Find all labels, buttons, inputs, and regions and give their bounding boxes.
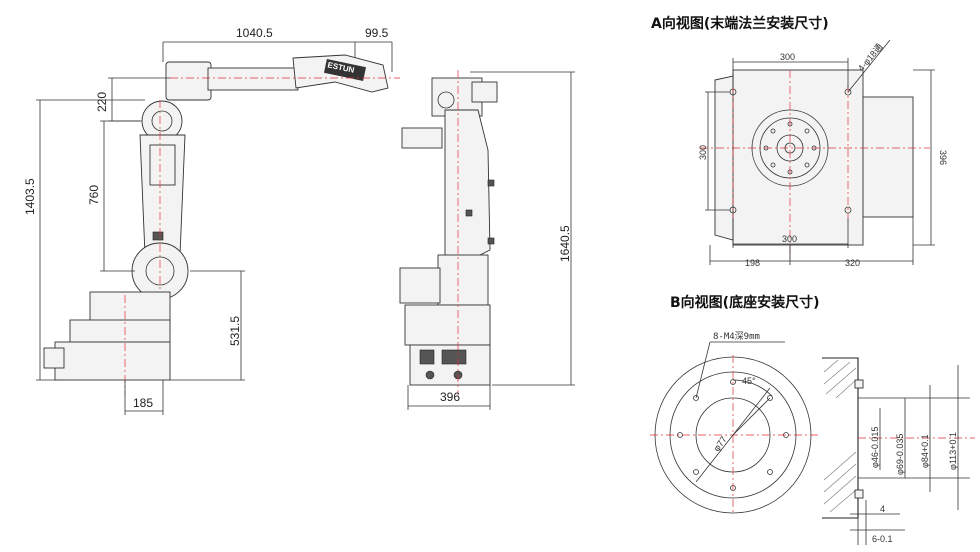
dim-b-bore-3: φ84+0.1 [920, 434, 930, 468]
dim-b-thread: 8-M4深9mm [713, 331, 760, 342]
section-hatch [823, 359, 857, 513]
side-view: 1040.5 99.5 ESTUN 220 760 1403.5 [23, 26, 400, 415]
view-b-title: B向视图(底座安装尺寸) [670, 294, 819, 311]
dim-a-bottom-width: 300 [782, 234, 797, 244]
dim-b-bore-2: φ69-0.035 [895, 434, 905, 475]
dim-a-left-height: 300 [698, 145, 708, 160]
dim-b-angle: 45° [742, 376, 756, 386]
dim-a-top-width: 300 [780, 52, 795, 62]
view-a-title: A向视图(末端法兰安装尺寸) [651, 15, 829, 32]
dim-a-left-offset: 198 [745, 258, 760, 268]
dim-a-right-offset: 320 [845, 258, 860, 268]
dim-b-diameter: φ77 [711, 434, 728, 453]
dim-base-offset: 185 [133, 396, 153, 410]
view-a: A向视图(末端法兰安装尺寸) 300 4-φ18通 [651, 15, 948, 268]
dim-total-height: 1403.5 [23, 178, 37, 215]
front-view: 1640.5 396 [399, 70, 575, 410]
dim-reach: 1040.5 [236, 26, 273, 40]
dim-b-depth: 4 [880, 504, 885, 514]
dim-front-width: 396 [440, 390, 460, 404]
dim-b-bore-4: φ113+0.1 [948, 432, 958, 470]
dim-b-bore-1: φ46-0.015 [870, 427, 880, 468]
view-b: B向视图(底座安装尺寸) 45° φ77 8-M4深9mm [650, 294, 975, 545]
dim-a-holes: 4-φ18通 [856, 42, 885, 74]
dim-base-height: 531.5 [228, 316, 242, 346]
dim-flange-offset: 99.5 [365, 26, 389, 40]
dim-a-right-height: 396 [938, 150, 948, 165]
dim-arm-length: 760 [87, 185, 101, 205]
dim-front-height: 1640.5 [558, 225, 572, 262]
dim-b-step: 6-0.1 [872, 534, 893, 544]
dim-j3-offset: 220 [95, 92, 109, 112]
